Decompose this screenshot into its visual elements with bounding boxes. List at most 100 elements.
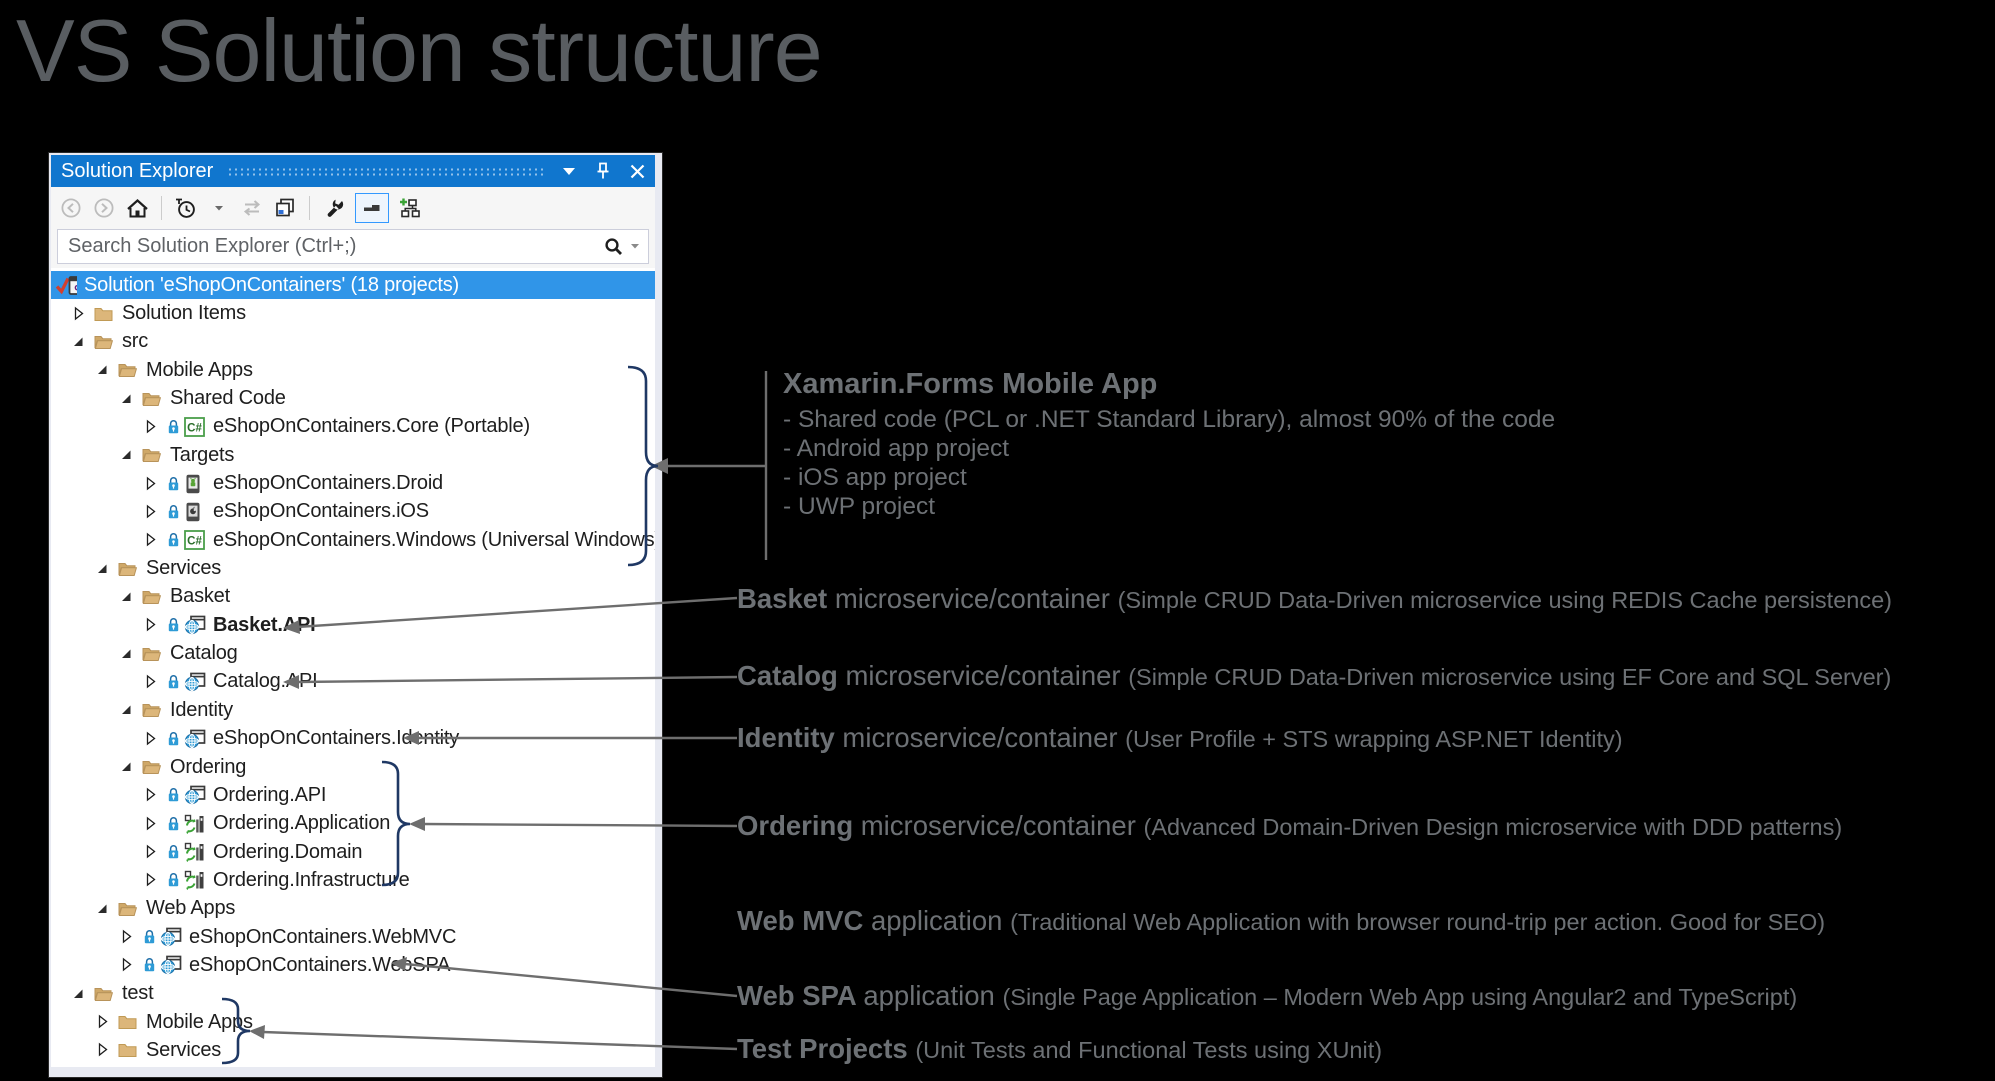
tree-row-label: Ordering.Domain — [213, 840, 363, 863]
annotation-mid: microservice/container — [842, 722, 1126, 753]
expander-collapsed-icon[interactable] — [95, 1014, 111, 1030]
folder-closed-icon — [118, 1042, 137, 1058]
search-box[interactable] — [57, 229, 649, 264]
tree-row-label: Ordering.API — [213, 783, 327, 806]
annotation-bullet: - iOS app project — [783, 464, 967, 491]
web-project-icon — [184, 672, 206, 692]
expander-collapsed-icon[interactable] — [119, 957, 135, 973]
expander-expanded-icon[interactable] — [71, 986, 87, 1002]
expander-collapsed-icon[interactable] — [143, 844, 159, 860]
expander-collapsed-icon[interactable] — [143, 731, 159, 747]
tree-row[interactable]: Services — [51, 554, 655, 582]
tree-row[interactable]: Catalog.API — [51, 668, 655, 696]
expander-expanded-icon[interactable] — [95, 561, 111, 577]
tree-row-label: Solution 'eShopOnContainers' (18 project… — [84, 273, 460, 296]
tree-row[interactable]: Basket — [51, 583, 655, 611]
pin-icon[interactable] — [596, 162, 610, 180]
collapse-all-icon[interactable] — [273, 194, 297, 222]
tree-row[interactable]: Ordering.Application — [51, 810, 655, 838]
solution-explorer-titlebar[interactable]: Solution Explorer — [51, 155, 655, 187]
annotation-mid: microservice/container — [845, 660, 1129, 691]
annotation-mid: microservice/container — [834, 583, 1118, 614]
close-icon[interactable] — [630, 164, 645, 179]
expander-collapsed-icon[interactable] — [95, 1042, 111, 1058]
expander-expanded-icon[interactable] — [119, 589, 135, 605]
expander-collapsed-icon[interactable] — [143, 787, 159, 803]
folder-open-icon — [94, 986, 113, 1002]
tree-row[interactable]: C#eShopOnContainers.Windows (Universal W… — [51, 526, 655, 554]
expander-expanded-icon[interactable] — [95, 901, 111, 917]
sync-icon[interactable] — [240, 194, 264, 222]
expander-collapsed-icon[interactable] — [143, 532, 159, 548]
expander-collapsed-icon[interactable] — [143, 872, 159, 888]
expander-expanded-icon[interactable] — [71, 334, 87, 350]
tree-row-label: Targets — [170, 443, 235, 466]
annotation-lead: Web SPA — [737, 980, 864, 1011]
tree-row[interactable]: Shared Code — [51, 384, 655, 412]
lock-icon — [142, 957, 157, 973]
tree-row-label: eShopOnContainers.Droid — [213, 472, 443, 495]
tree-row[interactable]: C#eShopOnContainers.Core (Portable) — [51, 413, 655, 441]
search-options-chevron-icon[interactable] — [630, 243, 640, 250]
expander-expanded-icon[interactable] — [119, 646, 135, 662]
annotation-catalog: Catalog microservice/container (Simple C… — [737, 660, 1891, 692]
expander-expanded-icon[interactable] — [119, 391, 135, 407]
classlib-project-icon — [184, 870, 206, 891]
tree-row[interactable]: Basket.API — [51, 611, 655, 639]
preview-selected-icon[interactable] — [355, 193, 389, 223]
expander-collapsed-icon[interactable] — [143, 476, 159, 492]
toolbar-separator — [161, 196, 162, 220]
tree-row[interactable]: ∞Solution 'eShopOnContainers' (18 projec… — [51, 271, 655, 300]
tree-row[interactable]: Catalog — [51, 639, 655, 667]
tree-row[interactable]: Identity — [51, 696, 655, 724]
tree-row[interactable]: Targets — [51, 441, 655, 469]
tree-row[interactable]: eShopOnContainers.WebSPA — [51, 951, 655, 979]
annotation-ordering: Ordering microservice/container (Advance… — [737, 810, 1842, 842]
tree-row[interactable]: Ordering.API — [51, 781, 655, 809]
expander-expanded-icon[interactable] — [119, 759, 135, 775]
forward-icon[interactable] — [92, 194, 116, 222]
tree-row[interactable]: Mobile Apps — [51, 1008, 655, 1036]
tree-row[interactable]: Mobile Apps — [51, 356, 655, 384]
expander-expanded-icon[interactable] — [119, 447, 135, 463]
tree-row[interactable]: Ordering.Domain — [51, 838, 655, 866]
history-icon[interactable] — [174, 194, 198, 222]
solution-explorer-toolbar — [51, 187, 655, 229]
search-input[interactable] — [66, 234, 604, 259]
annotation-mid: microservice/container — [860, 810, 1144, 841]
tree-row[interactable]: src — [51, 328, 655, 356]
expander-expanded-icon[interactable] — [95, 362, 111, 378]
tree-row[interactable]: Web Apps — [51, 895, 655, 923]
search-icon[interactable] — [604, 237, 623, 256]
back-icon[interactable] — [59, 194, 83, 222]
expander-collapsed-icon[interactable] — [143, 419, 159, 435]
expander-collapsed-icon[interactable] — [143, 674, 159, 690]
chevron-down-icon[interactable] — [207, 194, 231, 222]
expander-expanded-icon[interactable] — [119, 702, 135, 718]
web-project-icon — [184, 729, 206, 749]
expander-collapsed-icon[interactable] — [119, 929, 135, 945]
tree-row[interactable]: eShopOnContainers.WebMVC — [51, 923, 655, 951]
tree-row[interactable]: eShopOnContainers.Droid — [51, 469, 655, 497]
tree-row[interactable]: eShopOnContainers.iOS — [51, 498, 655, 526]
tree-row[interactable]: Ordering — [51, 753, 655, 781]
expander-collapsed-icon[interactable] — [143, 504, 159, 520]
home-icon[interactable] — [125, 194, 149, 222]
annotation-paren: (Unit Tests and Functional Tests using X… — [915, 1037, 1383, 1063]
tree-row[interactable]: Solution Items — [51, 299, 655, 327]
tree-row[interactable]: Ordering.Infrastructure — [51, 866, 655, 894]
folder-open-icon — [118, 362, 137, 378]
tree-row[interactable]: test — [51, 980, 655, 1008]
tree-row[interactable]: eShopOnContainers.Identity — [51, 725, 655, 753]
solution-explorer-window: Solution Explorer ∞Solution 'eShopOnCont… — [49, 153, 662, 1077]
properties-wrench-icon[interactable] — [322, 194, 346, 222]
annotation-bullet: - UWP project — [783, 493, 936, 520]
show-all-files-icon[interactable] — [398, 194, 422, 222]
window-position-chevron-icon[interactable] — [562, 167, 576, 176]
expander-collapsed-icon[interactable] — [71, 306, 87, 322]
expander-collapsed-icon[interactable] — [143, 617, 159, 633]
folder-open-icon — [142, 391, 161, 407]
tree-row[interactable]: Services — [51, 1036, 655, 1064]
expander-collapsed-icon[interactable] — [143, 816, 159, 832]
annotation-bullet: - Android app project — [783, 435, 1010, 462]
